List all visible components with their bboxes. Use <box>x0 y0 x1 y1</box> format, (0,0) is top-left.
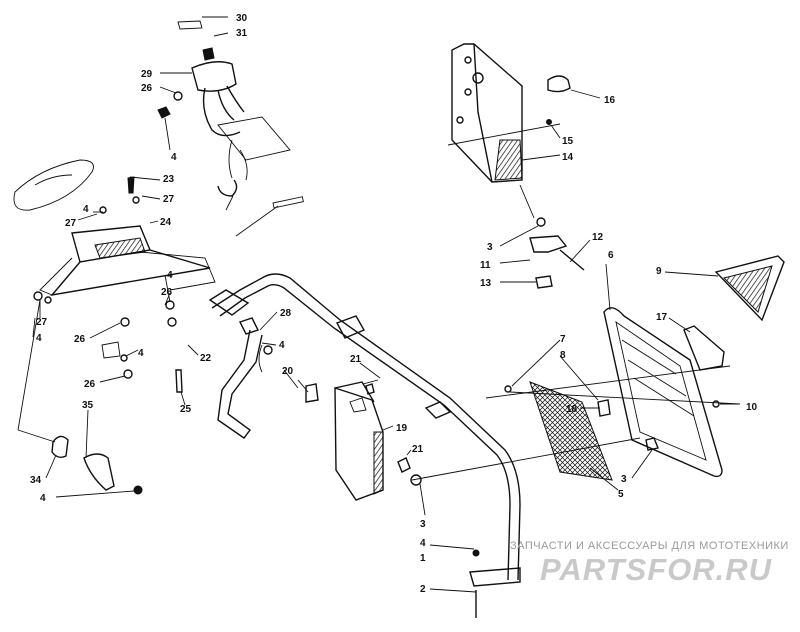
callout-6: 6 <box>608 250 614 261</box>
callout-34: 34 <box>30 475 42 486</box>
callout-3: 3 <box>621 474 627 485</box>
callout-13: 13 <box>480 278 492 289</box>
windshield-group <box>485 255 785 491</box>
callout-20: 20 <box>282 366 294 377</box>
callout-14: 14 <box>562 152 574 163</box>
callout-23: 23 <box>163 174 175 185</box>
callout-26: 26 <box>84 379 96 390</box>
callout-1: 1 <box>420 553 426 564</box>
callout-28: 28 <box>280 308 292 319</box>
callout-4: 4 <box>167 270 173 281</box>
callout-17: 17 <box>656 312 668 323</box>
callout-31: 31 <box>236 28 248 39</box>
callout-9: 9 <box>656 266 662 277</box>
callout-27: 27 <box>65 218 77 229</box>
callout-2: 2 <box>420 584 426 595</box>
callout-labels: 30 31 29 26 4 23 27 4 27 24 16 15 14 3 1… <box>30 13 758 595</box>
callout-22: 22 <box>200 353 212 364</box>
watermark-caption: ЗАПЧАСТИ И АКСЕССУАРЫ ДЛЯ МОТОТЕХНИКИ <box>510 540 789 552</box>
callout-4: 4 <box>420 538 426 549</box>
callout-4: 4 <box>138 348 144 359</box>
callout-8: 8 <box>560 350 566 361</box>
callout-35: 35 <box>82 400 94 411</box>
callout-29: 29 <box>141 69 153 80</box>
callout-12: 12 <box>592 232 604 243</box>
callout-27: 27 <box>163 194 175 205</box>
callout-26: 26 <box>74 334 86 345</box>
callout-26: 26 <box>141 83 153 94</box>
callout-16: 16 <box>604 95 616 106</box>
callout-3: 3 <box>487 242 493 253</box>
callout-4: 4 <box>83 204 89 215</box>
callout-26: 26 <box>161 287 173 298</box>
callout-4: 4 <box>36 333 42 344</box>
watermark: ЗАПЧАСТИ И АКСЕССУАРЫ ДЛЯ МОТОТЕХНИКИ PA… <box>510 540 789 587</box>
dash-bracket-group <box>13 159 216 498</box>
callout-4: 4 <box>40 493 46 504</box>
callout-24: 24 <box>160 217 172 228</box>
callout-18: 18 <box>566 404 578 415</box>
callout-21: 21 <box>412 444 424 455</box>
headlight-switch-group <box>157 16 304 237</box>
callout-30: 30 <box>236 13 248 24</box>
callout-21: 21 <box>350 354 362 365</box>
callout-25: 25 <box>180 404 192 415</box>
mount-plate-group <box>447 43 601 289</box>
callout-4: 4 <box>279 340 285 351</box>
frame-tube-group <box>187 273 641 618</box>
callout-11: 11 <box>480 260 491 271</box>
watermark-logo: PARTSFOR.RU <box>540 552 773 587</box>
callout-27: 27 <box>36 317 48 328</box>
callout-4: 4 <box>171 152 177 163</box>
callout-7: 7 <box>560 334 566 345</box>
callout-3: 3 <box>420 519 426 530</box>
callout-15: 15 <box>562 136 574 147</box>
callout-5: 5 <box>618 489 624 500</box>
side-panel-group <box>334 381 412 501</box>
callout-19: 19 <box>396 423 408 434</box>
callout-10: 10 <box>746 402 758 413</box>
